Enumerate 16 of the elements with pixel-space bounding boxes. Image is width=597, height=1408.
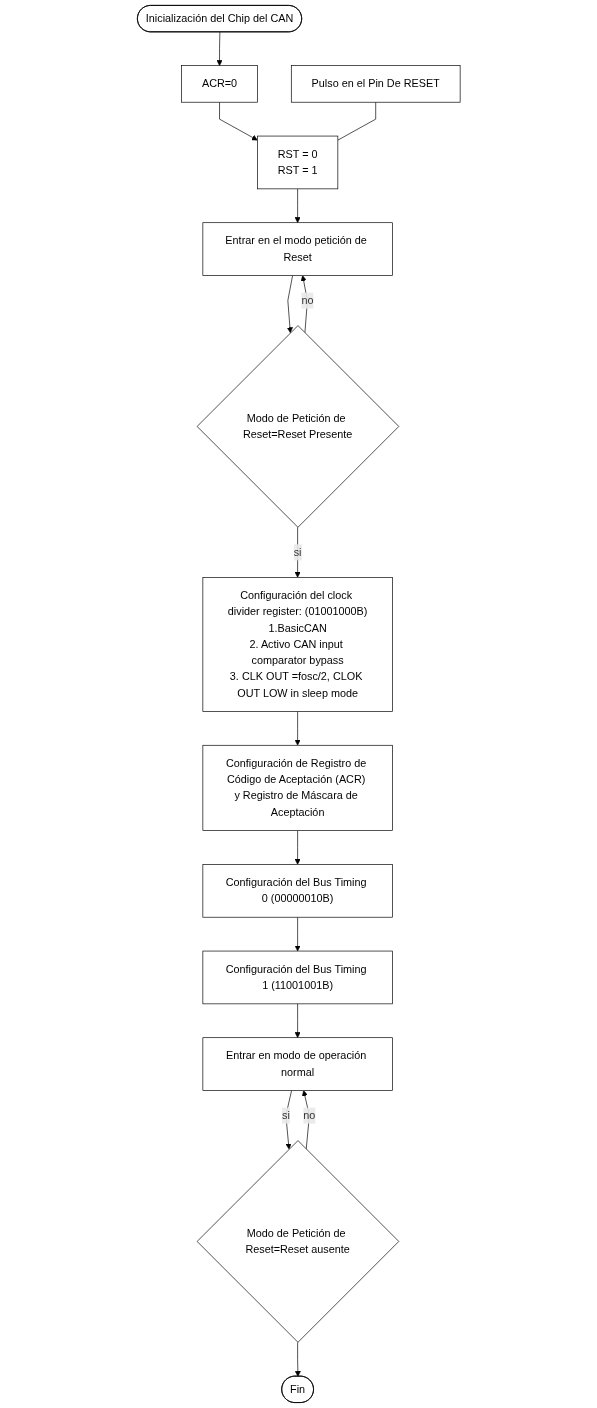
edge-label: no (303, 1109, 316, 1121)
node-box: Configuración del clock divider register: (01001000B) 1.BasicCAN 2. Activo CAN input comparator bypass 3. CLK OUT =fosc/2, CLOK OUT LOW in sleep mode (202, 577, 393, 712)
node-box: ACR=0 (181, 65, 258, 103)
node-diamond: Modo de Petición de Reset=Reset Presente (196, 325, 399, 528)
edge-label: si (281, 1109, 290, 1121)
connector (337, 101, 376, 141)
node-box: RST = 0 RST = 1 (256, 135, 338, 190)
node-box: Pulso en el Pin De RESET (290, 65, 461, 103)
node-box: Entrar en modo de operación normal (202, 1037, 393, 1091)
node-box: Entrar en el modo petición de Reset (202, 222, 393, 276)
node-diamond: Modo de Petición de Reset=Reset ausente (196, 1140, 399, 1343)
node-box: Configuración del Bus Timing 1 (11001001B) (202, 950, 393, 1005)
node-box: Configuración del Bus Timing 0 (00000010B) (202, 864, 393, 918)
node-box: Configuración de Registro de Código de Aceptación (ACR) y Registro de Máscara de Aceptación (202, 744, 393, 831)
edge-label: no (301, 294, 314, 306)
edge-label: si (293, 546, 302, 558)
